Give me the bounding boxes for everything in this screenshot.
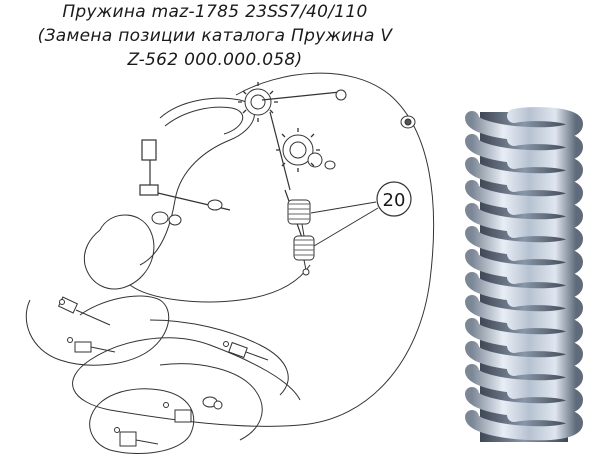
chain-mid-left	[129, 264, 311, 303]
spring-coil	[465, 383, 584, 418]
bearing-top	[335, 89, 347, 101]
spring-coil	[465, 268, 584, 303]
spring-coil	[465, 107, 584, 142]
spring-coil	[465, 314, 584, 349]
chain-outer-loop	[72, 72, 435, 427]
spring-coil	[465, 291, 584, 326]
sprocket-top	[244, 88, 272, 116]
spring-coils	[465, 107, 584, 441]
bracket-left-top	[141, 139, 157, 161]
bracket-left	[139, 184, 159, 196]
chain-bottom-right	[159, 363, 263, 441]
callout-circle	[376, 181, 412, 217]
bearing-center	[207, 199, 223, 211]
spring-coil	[465, 360, 584, 395]
chain-upper-left-inner	[164, 106, 244, 135]
spring-coil	[465, 337, 584, 372]
tensioner-4	[119, 431, 137, 447]
callout-leader-2	[313, 207, 379, 247]
callout-leader-1	[310, 201, 377, 214]
title-line-2: (Замена позиции каталога Пружина V	[37, 26, 393, 46]
chain-lower-left	[25, 295, 170, 366]
sprocket-middle	[282, 134, 314, 166]
spring-coil	[465, 406, 584, 441]
spring-coil	[465, 130, 584, 165]
spring-coil	[465, 153, 584, 188]
spring-coil	[465, 245, 584, 280]
spring-coil	[465, 199, 584, 234]
callout-label: 20	[383, 190, 406, 211]
spring-coil	[465, 222, 584, 257]
chain-bottom-loop	[89, 388, 195, 455]
tensioner-3	[228, 341, 248, 359]
diagram-spring-upper	[287, 199, 311, 225]
title-line-1: Пружина maz-1785 23SS7/40/110	[62, 2, 368, 22]
spring-coil	[465, 176, 584, 211]
tensioner-5	[174, 409, 192, 423]
chain-lower-mid	[149, 319, 289, 396]
bearing-left	[151, 211, 169, 225]
title-line-3: Z-562 000.000.058)	[127, 50, 303, 70]
